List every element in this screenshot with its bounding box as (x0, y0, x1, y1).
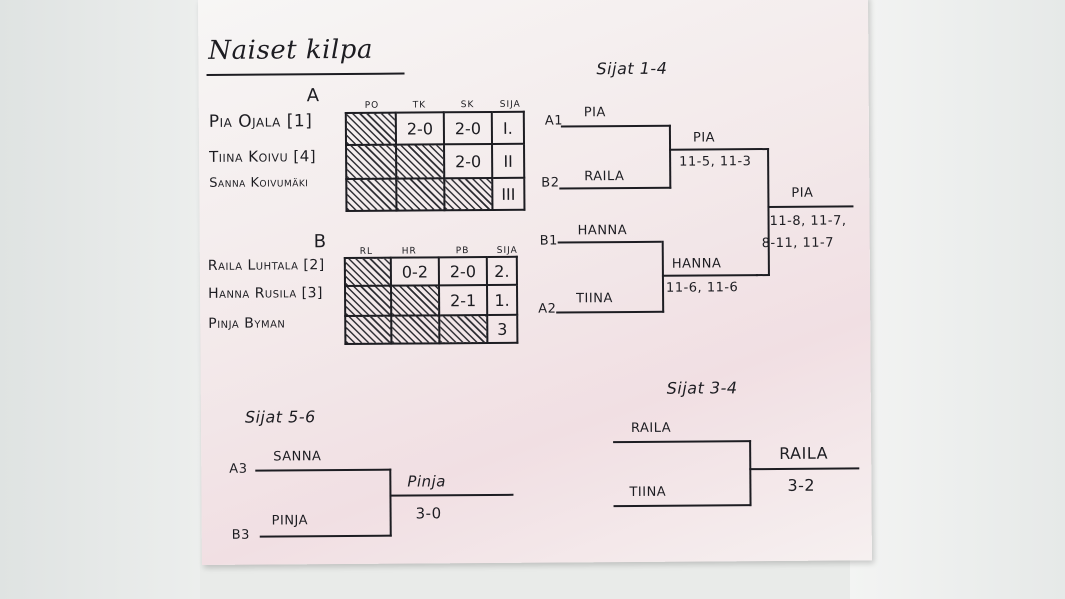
group-a-cell (346, 178, 397, 211)
group-b-cell: 2-0 (438, 256, 487, 286)
group-b-col-sija: SIJA (496, 245, 518, 256)
bracket-5-6-out-line (389, 493, 514, 497)
bracket-5-6-vertical (389, 468, 392, 537)
semi1-out-line (669, 148, 770, 151)
page-title: Naiset kilpa (208, 34, 374, 66)
bracket-3-4-top-player: RAILA (630, 420, 672, 436)
semi2-seed-bottom: A2 (538, 301, 557, 317)
group-a-cell: III (492, 177, 525, 210)
group-b-cell (390, 285, 440, 316)
semi2-score: 11-6, 11-6 (665, 280, 739, 296)
title-underline (206, 72, 405, 76)
group-b-cell (344, 257, 391, 286)
group-a-col-po: PO (364, 100, 380, 111)
bracket-3-4-title: Sijat 3-4 (666, 378, 738, 398)
bracket-5-6-top-line (255, 468, 392, 472)
bracket-5-6-title: Sijat 5-6 (244, 407, 316, 427)
group-b-cell: 1. (486, 284, 518, 315)
group-a-table: 2-0 2-0 I. 2-0 II III (345, 111, 526, 212)
group-a-col-tk: TK (412, 100, 427, 111)
bracket-1-4-title: Sijat 1-4 (596, 58, 668, 79)
group-b-cell (345, 315, 392, 344)
group-b-cell: 3 (487, 314, 518, 343)
final-join-line (755, 274, 770, 277)
group-a-cell (345, 112, 397, 145)
group-a-cell (396, 178, 445, 211)
bracket-3-4-winner: RAILA (779, 443, 829, 463)
semi2-seed-top: B1 (539, 233, 558, 249)
bracket-3-4-out-line (749, 467, 860, 471)
bracket-3-4-top-line (613, 440, 752, 444)
final-out-line (767, 205, 854, 209)
group-b-col-pb: PB (455, 246, 470, 257)
group-b-cell (345, 285, 392, 316)
semi1-top-line (560, 124, 671, 128)
group-a-col-sija: SIJA (499, 99, 521, 110)
semi1-vertical (668, 124, 672, 189)
paper-sheet: Naiset kilpa A PO TK SK SIJA Pia Ojala [… (198, 0, 872, 565)
group-b-cell: 0-2 (390, 257, 439, 286)
semi1-score: 11-5, 11-3 (679, 154, 752, 170)
semi1-seed-bottom: B2 (541, 175, 560, 191)
bracket-5-6-bottom-line (259, 534, 392, 538)
bracket-3-4-vertical (749, 440, 752, 507)
group-b-col-rl: RL (359, 246, 374, 257)
semi2-bottom-line (556, 310, 665, 314)
bracket-5-6-score: 3-0 (415, 504, 442, 523)
group-b-label: B (313, 231, 327, 253)
group-b-cell: 2. (486, 256, 517, 285)
group-b-cell (439, 314, 488, 344)
group-a-label: A (306, 85, 320, 107)
wall-right (850, 0, 1065, 599)
group-a-player-1: Pia Ojala [1] (208, 111, 313, 132)
group-a-player-3: Sanna Koivumäki (209, 175, 309, 191)
group-b-player-1: Raila Luhtala [2] (207, 257, 325, 274)
semi1-bottom-line (559, 186, 672, 190)
group-a-cell: II (492, 143, 525, 178)
group-a-col-sk: SK (460, 100, 475, 111)
bracket-5-6-winner: Pinja (407, 472, 447, 491)
bracket-5-6-bottom-player: PINJA (271, 513, 309, 529)
final-score-line2: 8-11, 11-7 (761, 235, 835, 252)
group-a-cell: 2-0 (395, 112, 445, 145)
semi1-winner: PIA (692, 130, 716, 146)
semi2-winner: HANNA (671, 256, 722, 272)
group-a-cell: 2-0 (444, 143, 493, 179)
group-a-cell: 2-0 (443, 111, 493, 145)
bracket-3-4-bottom-line (613, 504, 752, 508)
group-a-cell (444, 177, 493, 211)
semi1-bottom-player: RAILA (584, 169, 625, 185)
group-b-cell: 2-1 (438, 284, 488, 316)
group-b-table: 0-2 2-0 2. 2-1 1. 3 (344, 256, 519, 345)
bracket-3-4-score: 3-2 (787, 475, 816, 495)
bracket-5-6-seed-bottom: B3 (231, 527, 250, 543)
group-b-player-3: Pinja Byman (208, 315, 286, 332)
final-winner: PIA (791, 185, 814, 201)
group-a-cell: I. (491, 111, 525, 144)
group-a-player-2: Tiina Koivu [4] (209, 147, 317, 166)
group-a-cell (346, 144, 397, 179)
bracket-5-6-top-player: SANNA (273, 449, 322, 465)
bracket-5-6-seed-top: A3 (229, 461, 248, 477)
group-b-cell (391, 315, 440, 344)
semi2-out-line (661, 274, 758, 277)
group-b-player-2: Hanna Rusila [3] (207, 285, 323, 302)
wall-left (0, 0, 200, 599)
semi2-bottom-player: TIINA (576, 291, 613, 307)
semi2-top-player: HANNA (577, 223, 628, 239)
semi2-top-line (557, 240, 662, 244)
final-score-line1: 11-8, 11-7, (769, 213, 847, 230)
bracket-3-4-bottom-player: TIINA (629, 484, 667, 500)
semi1-top-player: PIA (583, 105, 606, 121)
group-b-col-hr: HR (401, 246, 417, 257)
final-vertical (767, 148, 770, 277)
group-a-cell (396, 144, 445, 179)
